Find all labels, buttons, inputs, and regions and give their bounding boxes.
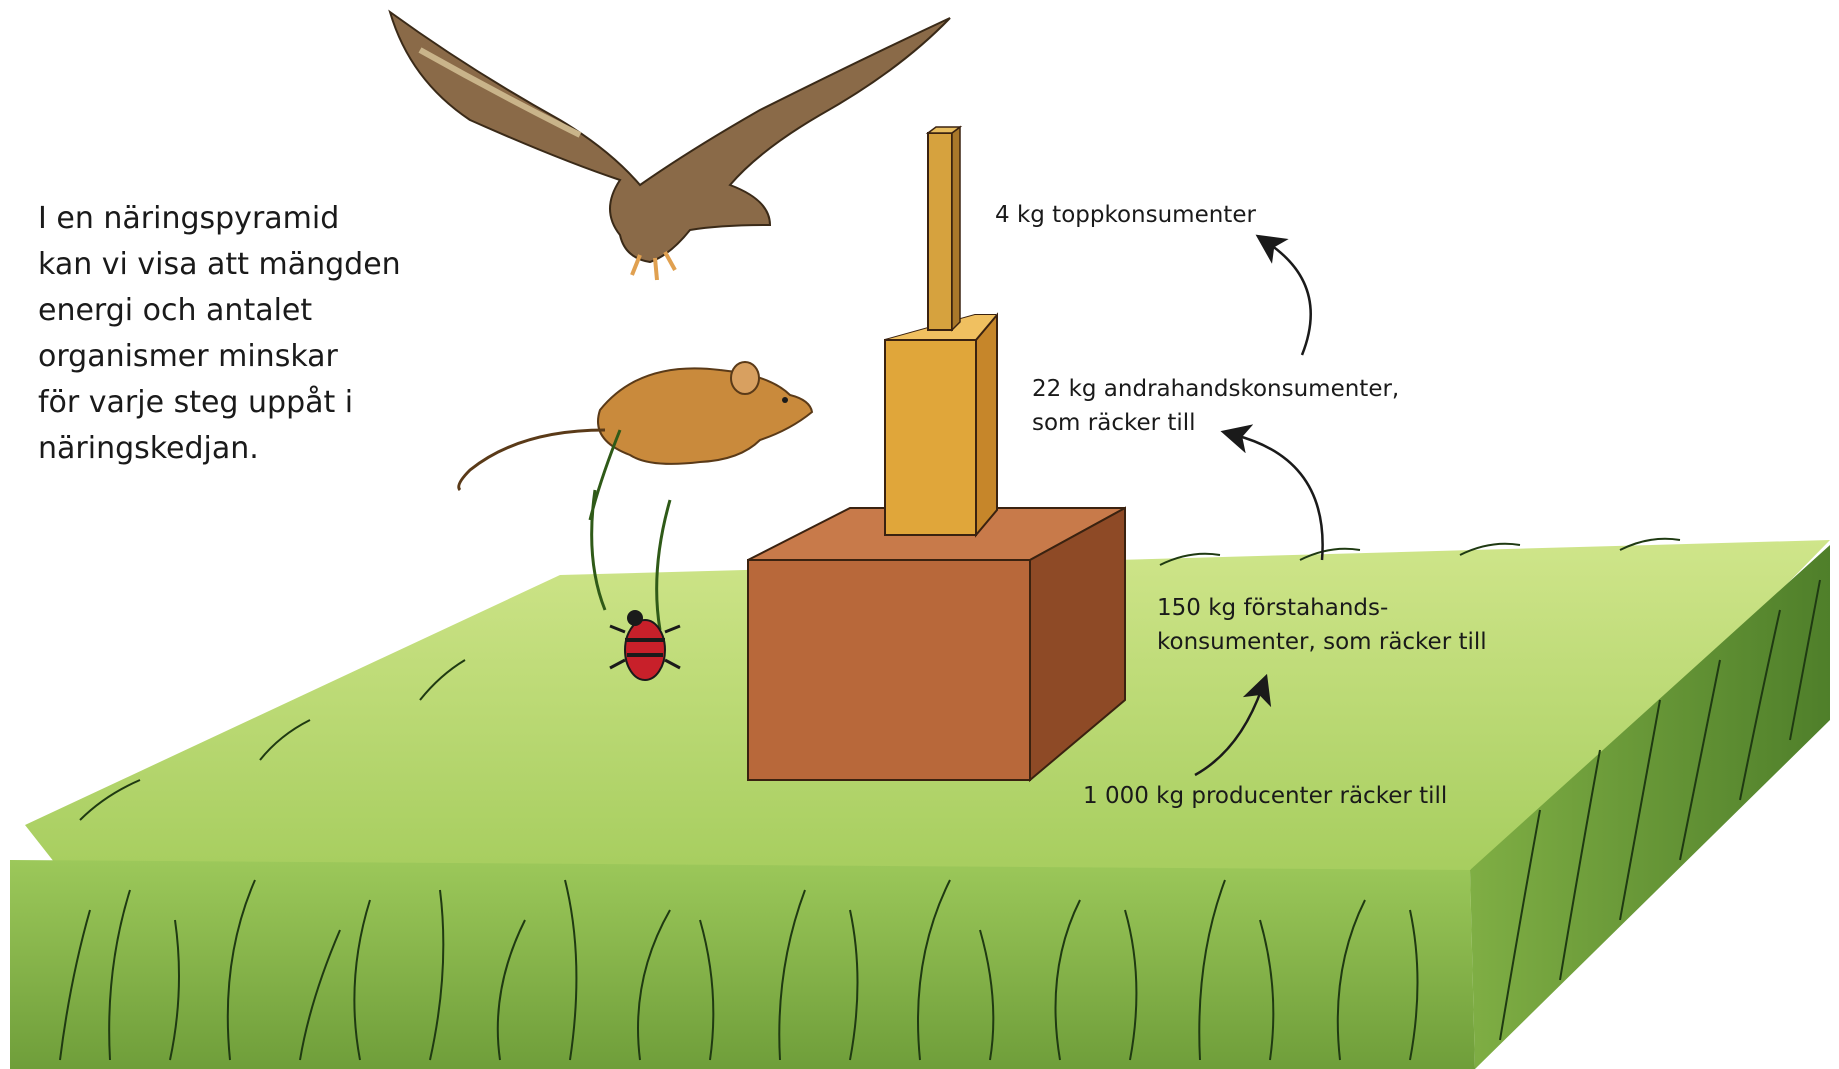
label-line: 150 kg förstahands- bbox=[1157, 591, 1487, 625]
intro-line: för varje steg uppåt i bbox=[38, 380, 438, 426]
arrow-second-to-top bbox=[1268, 243, 1311, 355]
mouse-icon bbox=[459, 362, 812, 490]
label-producers: 1 000 kg producenter räcker till bbox=[1083, 779, 1447, 813]
label-line: som räcker till bbox=[1032, 406, 1399, 440]
hawk-icon bbox=[390, 12, 950, 280]
producers-block bbox=[748, 508, 1125, 780]
intro-text: I en näringspyramid kan vi visa att mäng… bbox=[38, 196, 438, 472]
label-line: 4 kg toppkonsumenter bbox=[995, 198, 1256, 232]
intro-line: energi och antalet bbox=[38, 288, 438, 334]
grass-front bbox=[10, 860, 1475, 1069]
arrow-first-to-second bbox=[1235, 435, 1323, 560]
intro-line: kan vi visa att mängden bbox=[38, 242, 438, 288]
label-line: 22 kg andrahandskonsumenter, bbox=[1032, 372, 1399, 406]
intro-line: organismer minskar bbox=[38, 334, 438, 380]
first-consumers-block bbox=[885, 315, 997, 535]
label-line: 1 000 kg producenter räcker till bbox=[1083, 779, 1447, 813]
label-line: konsumenter, som räcker till bbox=[1157, 625, 1487, 659]
intro-line: I en näringspyramid bbox=[38, 196, 438, 242]
intro-line: näringskedjan. bbox=[38, 426, 438, 472]
label-first-consumers: 150 kg förstahands- konsumenter, som räc… bbox=[1157, 591, 1487, 659]
label-top-consumers: 4 kg toppkonsumenter bbox=[995, 198, 1256, 232]
label-second-consumers: 22 kg andrahandskonsumenter, som räcker … bbox=[1032, 372, 1399, 440]
second-consumers-block bbox=[928, 127, 960, 330]
